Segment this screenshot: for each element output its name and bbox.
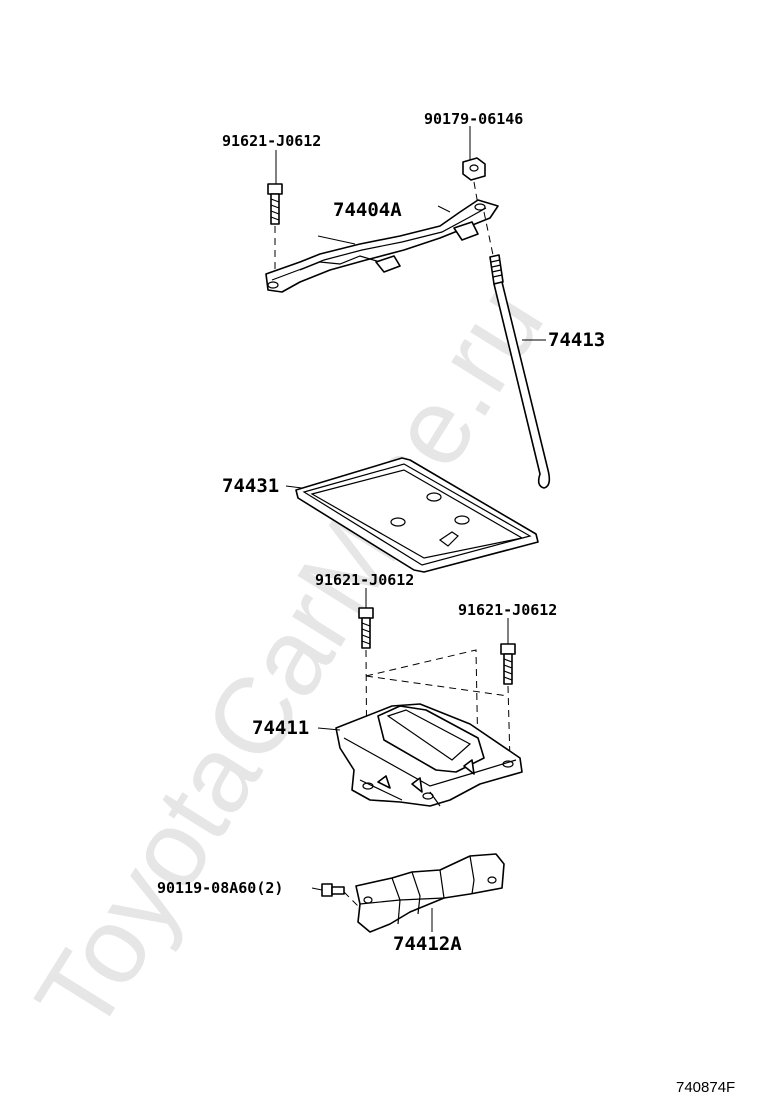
label-bolt-mid-right: 91621-J0612 [458, 601, 557, 619]
label-battery-clamp: 74404A [333, 199, 402, 221]
label-bolt-top-left: 91621-J0612 [222, 132, 321, 150]
bolt-mid-right[interactable] [500, 618, 516, 763]
label-bolt-mid-left: 91621-J0612 [315, 571, 414, 589]
label-battery-tray: 74431 [222, 475, 279, 497]
nut-top-right[interactable] [462, 126, 486, 206]
label-bolt-bottom: 90119-08A60(2) [157, 879, 283, 897]
battery-clamp[interactable] [265, 199, 499, 293]
watermark-text: ToyotaCarMine.ru [12, 265, 566, 1052]
label-bracket: 74412A [393, 933, 462, 955]
alignment-lines [365, 649, 509, 761]
battery-carrier[interactable] [317, 703, 523, 807]
battery-tray[interactable] [285, 457, 539, 573]
hold-down-rod[interactable] [489, 254, 551, 489]
bracket[interactable] [355, 853, 505, 933]
label-battery-carrier: 74411 [252, 717, 309, 739]
diagram-reference: 740874F [676, 1079, 735, 1096]
bolt-mid-left[interactable] [358, 588, 374, 791]
bolt-bottom[interactable] [311, 883, 363, 911]
bolt-top-left[interactable] [267, 150, 283, 285]
label-hold-down-rod: 74413 [548, 329, 605, 351]
label-nut-top-right: 90179-06146 [424, 110, 523, 128]
